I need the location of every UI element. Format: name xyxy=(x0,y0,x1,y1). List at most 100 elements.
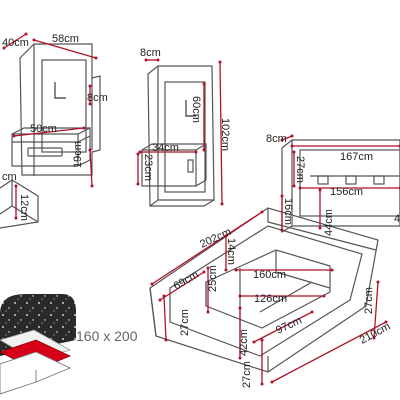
dim-label-23cm: 23cm xyxy=(142,154,154,181)
dim-line-69 xyxy=(159,271,205,301)
dim-line-12-end xyxy=(14,184,18,188)
dim-line-8-left-end xyxy=(88,84,92,88)
mattress-size-label: 160 x 200 xyxy=(76,328,138,344)
dim-label-160cm: 160cm xyxy=(253,269,286,281)
dim-line-58-end xyxy=(94,56,98,60)
dim-label-27cm-headboard: 27cm xyxy=(294,156,306,183)
dim-label-cm: cm xyxy=(2,171,17,183)
dim-line-23-end xyxy=(136,152,140,156)
dim-label-27cm-right: 27cm xyxy=(363,287,375,314)
dim-line-8-top-end xyxy=(144,58,148,62)
dim-line-97-end xyxy=(252,340,256,344)
bed-headboard xyxy=(281,139,400,234)
dim-line-27-left-end xyxy=(164,338,168,342)
dim-line-42-end xyxy=(238,306,242,310)
dim-line-126-end xyxy=(322,294,326,298)
dim-line-34-end xyxy=(194,150,198,154)
dim-line-27-right-end xyxy=(372,336,376,340)
dim-line-8-top-end xyxy=(156,58,160,62)
dim-line-23-end xyxy=(136,182,140,186)
dim-label-8cm-top: 8cm xyxy=(140,47,161,59)
left-headboard-panel xyxy=(19,43,101,176)
bed-frame xyxy=(149,207,379,373)
dim-line-8-bed-end xyxy=(280,138,284,142)
dim-line-8-left-end xyxy=(88,102,92,106)
dim-label-58cm: 58cm xyxy=(52,33,79,45)
dim-line-102-end xyxy=(220,202,224,206)
dim-label-167cm: 167cm xyxy=(340,151,373,163)
dim-line-25-end xyxy=(206,266,210,270)
dim-line-202-end xyxy=(260,210,264,214)
dim-label-8cm-left: 8cm xyxy=(87,92,108,104)
dim-line-202-end xyxy=(150,282,154,286)
dim-line-27-left xyxy=(163,295,167,341)
dim-line-12-end xyxy=(14,216,18,220)
dim-line-16-end xyxy=(280,194,284,198)
dim-line-14-end xyxy=(224,268,228,272)
dim-line-27-head-end xyxy=(292,184,296,188)
dim-line-50-end xyxy=(12,134,16,138)
dim-label-97cm: 97cm xyxy=(274,314,303,336)
dim-line-34-end xyxy=(138,150,142,154)
dim-line-69-end xyxy=(202,270,206,274)
dim-label-34cm: 34cm xyxy=(152,142,179,154)
dim-line-210-end xyxy=(384,320,388,324)
dim-line-8-bed-end xyxy=(290,134,294,138)
dim-line-19 xyxy=(89,149,93,187)
dim-line-102 xyxy=(219,61,223,205)
dim-line-160-end xyxy=(330,268,334,272)
dim-line-27-left-end xyxy=(162,294,166,298)
dim-line-27-right-end xyxy=(376,280,380,284)
dim-label-16cm: 16cm xyxy=(282,198,294,225)
dim-line-19-end xyxy=(88,148,92,152)
middle-nightstand xyxy=(141,142,207,187)
dim-label-4-edge: 4 xyxy=(394,213,400,225)
middle-headboard-panel xyxy=(147,65,215,207)
dim-line-25-end xyxy=(206,310,210,314)
dim-line-60-end xyxy=(202,148,206,152)
dim-line-42-end xyxy=(238,356,242,360)
dim-line-8-bed xyxy=(281,135,293,141)
dim-line-69-end xyxy=(158,298,162,302)
dim-line-58 xyxy=(33,39,97,59)
dim-label-8cm-bed: 8cm xyxy=(266,133,287,145)
dim-line-44-end xyxy=(318,188,322,192)
dim-line-202 xyxy=(151,211,263,285)
dim-line-58-end xyxy=(32,38,36,42)
mattress-illustration xyxy=(0,294,76,395)
dim-label-42cm: 42cm xyxy=(238,329,250,356)
dim-label-126cm: 126cm xyxy=(254,293,287,305)
dim-line-102-end xyxy=(218,60,222,64)
dim-line-14-end xyxy=(224,234,228,238)
dim-line-210 xyxy=(271,321,387,383)
dim-label-156cm: 156cm xyxy=(330,186,363,198)
dim-label-60cm: 60cm xyxy=(190,96,202,123)
dim-line-60-end xyxy=(202,82,206,86)
dim-line-40 xyxy=(3,33,27,49)
dim-line-27-bottom-end xyxy=(260,382,264,386)
dim-label-12cm: 12cm xyxy=(18,194,30,221)
dim-line-40-end xyxy=(2,46,6,50)
dim-line-50 xyxy=(13,127,85,137)
dim-line-97-end xyxy=(310,310,314,314)
dim-line-40-end xyxy=(24,32,28,36)
dim-line-27-bottom-end xyxy=(260,338,264,342)
dim-label-44cm: 44cm xyxy=(323,209,335,236)
dimension-lines xyxy=(2,32,400,386)
dim-line-210-end xyxy=(270,380,274,384)
dim-line-27-head-end xyxy=(292,150,296,154)
dim-line-156-end xyxy=(298,186,302,190)
dim-label-69cm: 69cm xyxy=(172,269,201,293)
dim-label-27cm-bottom: 27cm xyxy=(241,361,253,388)
dim-line-44-end xyxy=(318,226,322,230)
dim-line-16-end xyxy=(280,228,284,232)
dim-label-50cm: 50cm xyxy=(30,123,57,135)
dim-label-40cm: 40cm xyxy=(2,37,29,49)
dim-line-160-end xyxy=(234,268,238,272)
dim-label-25cm: 25cm xyxy=(207,265,219,292)
dim-label-14cm: 14cm xyxy=(225,238,237,265)
dim-label-19cm: 19cm xyxy=(72,141,84,168)
dim-line-97 xyxy=(253,311,313,343)
